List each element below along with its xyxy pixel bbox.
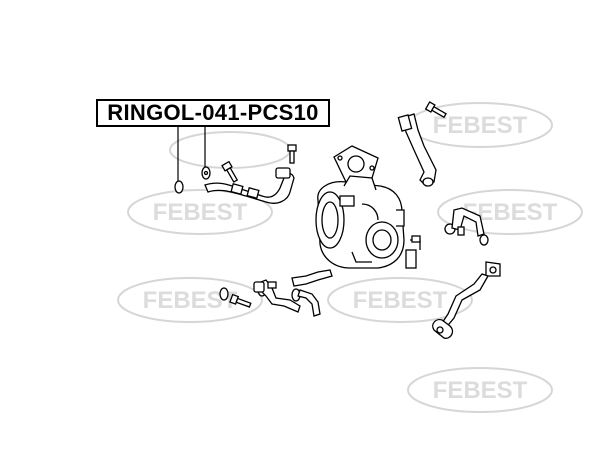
watermark-logo: FEBEST (127, 189, 273, 235)
svg-text:FEBEST: FEBEST (153, 199, 248, 226)
bolt-icon (424, 101, 447, 119)
oil-feed-pipe (204, 167, 295, 204)
o-ring-icon (174, 180, 184, 194)
gasket-top (333, 145, 379, 183)
coolant-pipe (432, 261, 501, 339)
part-number-label: RINGOL-041-PCS10 (107, 100, 319, 125)
bolts (221, 101, 447, 308)
svg-text:FEBEST: FEBEST (433, 112, 528, 139)
bolt-icon (221, 160, 239, 183)
watermark-logos: FEBEST FEBEST FEBEST FEBEST FEBEST FEBES… (117, 102, 583, 413)
svg-text:FEBEST: FEBEST (353, 287, 448, 314)
watermark-logo: FEBEST (327, 277, 473, 323)
fittings (203, 170, 465, 289)
bolt-icon (229, 293, 252, 308)
turbocharger (315, 175, 405, 269)
part-number-box: RINGOL-041-PCS10 (96, 99, 330, 127)
leader-lines (177, 127, 206, 182)
upper-right-pipe (397, 113, 437, 187)
watermark-logo: FEBEST (407, 367, 553, 413)
bolt-icon (287, 144, 297, 164)
svg-text:FEBEST: FEBEST (433, 377, 528, 404)
o-ring-icon (219, 287, 229, 301)
actuator (405, 235, 421, 269)
